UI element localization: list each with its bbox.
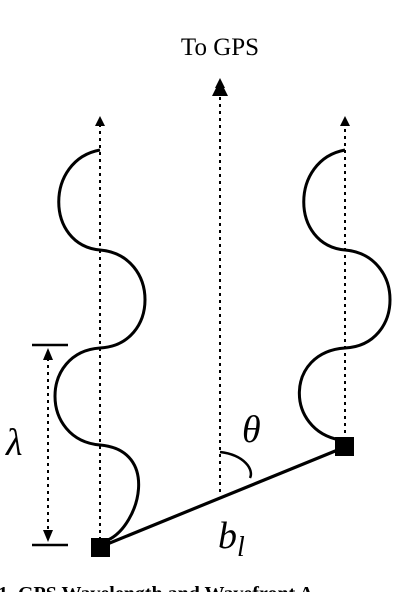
figure-caption: 1. GPS Wavelength and Wavefront A bbox=[0, 583, 314, 592]
wavelength-up-arrowhead-icon bbox=[43, 348, 53, 360]
baseline-symbol: b bbox=[218, 515, 237, 557]
right-antenna-marker bbox=[335, 437, 354, 456]
baseline-line bbox=[99, 445, 346, 549]
left-antenna-marker bbox=[91, 538, 110, 557]
center-arrowhead-icon bbox=[215, 78, 225, 88]
baseline-subscript: l bbox=[237, 532, 245, 563]
right-arrowhead-icon bbox=[340, 116, 350, 126]
theta-angle-arc bbox=[219, 450, 253, 479]
wavelength-down-arrowhead-icon bbox=[43, 530, 53, 542]
to-gps-label: To GPS bbox=[181, 34, 259, 61]
left-arrowhead-icon bbox=[95, 116, 105, 126]
theta-angle-label: θ bbox=[242, 409, 261, 451]
wavelength-lambda-label: λ bbox=[5, 422, 22, 464]
right-wavefront-curve bbox=[297, 148, 392, 442]
left-wavefront-curve bbox=[53, 148, 147, 542]
baseline-label: bl bbox=[218, 515, 245, 563]
